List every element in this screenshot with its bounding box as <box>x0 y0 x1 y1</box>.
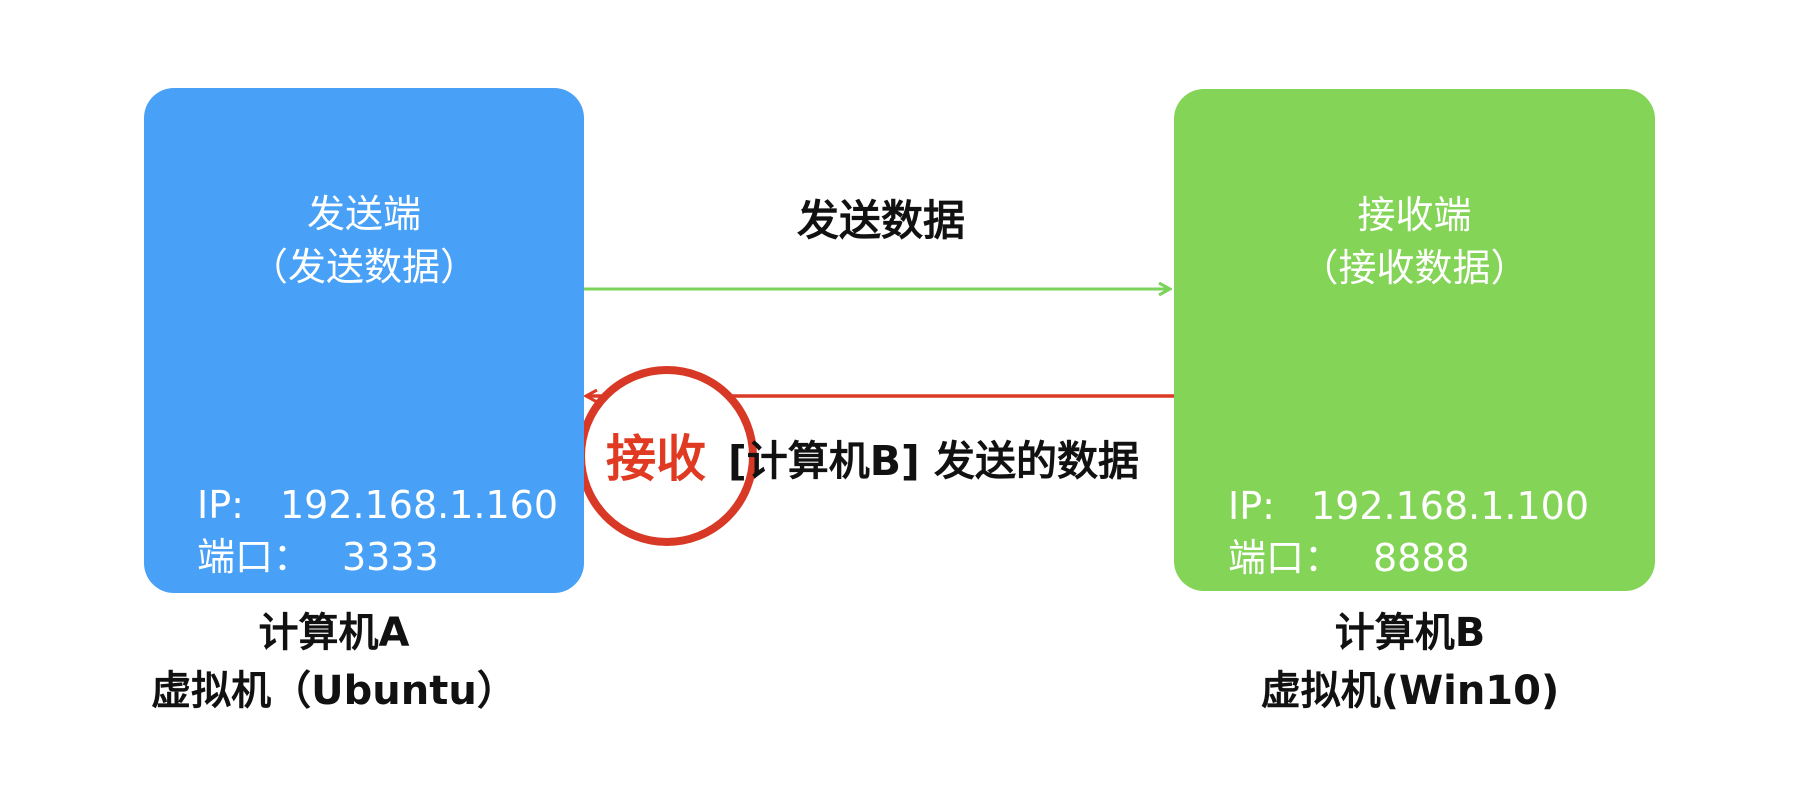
sender-title: 发送端 <box>306 192 421 236</box>
receiver-port-label: 端口： <box>1228 536 1343 580</box>
receiver-box: 接收端 （接收数据） IP: 192.168.1.100 端口： 8888 <box>1174 89 1655 591</box>
receiver-subtitle: （接收数据） <box>1300 246 1529 290</box>
receiver-computer-label: 计算机B <box>1334 610 1486 656</box>
sender-port-label: 端口： <box>197 535 312 579</box>
receive-highlight-label: 接收 <box>606 430 706 488</box>
receiver-ip-value: 192.168.1.100 <box>1311 484 1590 528</box>
receiver-ip-label: IP: <box>1228 484 1275 528</box>
receiver-port-value: 8888 <box>1373 536 1470 580</box>
sender-ip-label: IP: <box>197 483 244 527</box>
sender-computer-label: 计算机A <box>258 610 410 656</box>
sender-caption: 计算机A 虚拟机（Ubuntu） <box>114 604 554 720</box>
sender-port-value: 3333 <box>342 535 439 579</box>
receiver-title: 接收端 <box>1357 193 1472 237</box>
receive-arrow-label: [计算机B] 发送的数据 <box>728 437 1140 485</box>
sender-subtitle: （发送数据） <box>249 245 478 289</box>
send-arrow-label: 发送数据 <box>797 196 966 245</box>
sender-ip-value: 192.168.1.160 <box>280 483 559 527</box>
receiver-caption: 计算机B 虚拟机(Win10) <box>1190 604 1630 720</box>
sender-vm-label: 虚拟机（Ubuntu） <box>151 668 517 714</box>
receiver-vm-label: 虚拟机(Win10) <box>1260 668 1560 714</box>
sender-box: 发送端 （发送数据） IP: 192.168.1.160 端口： 3333 <box>144 88 584 593</box>
